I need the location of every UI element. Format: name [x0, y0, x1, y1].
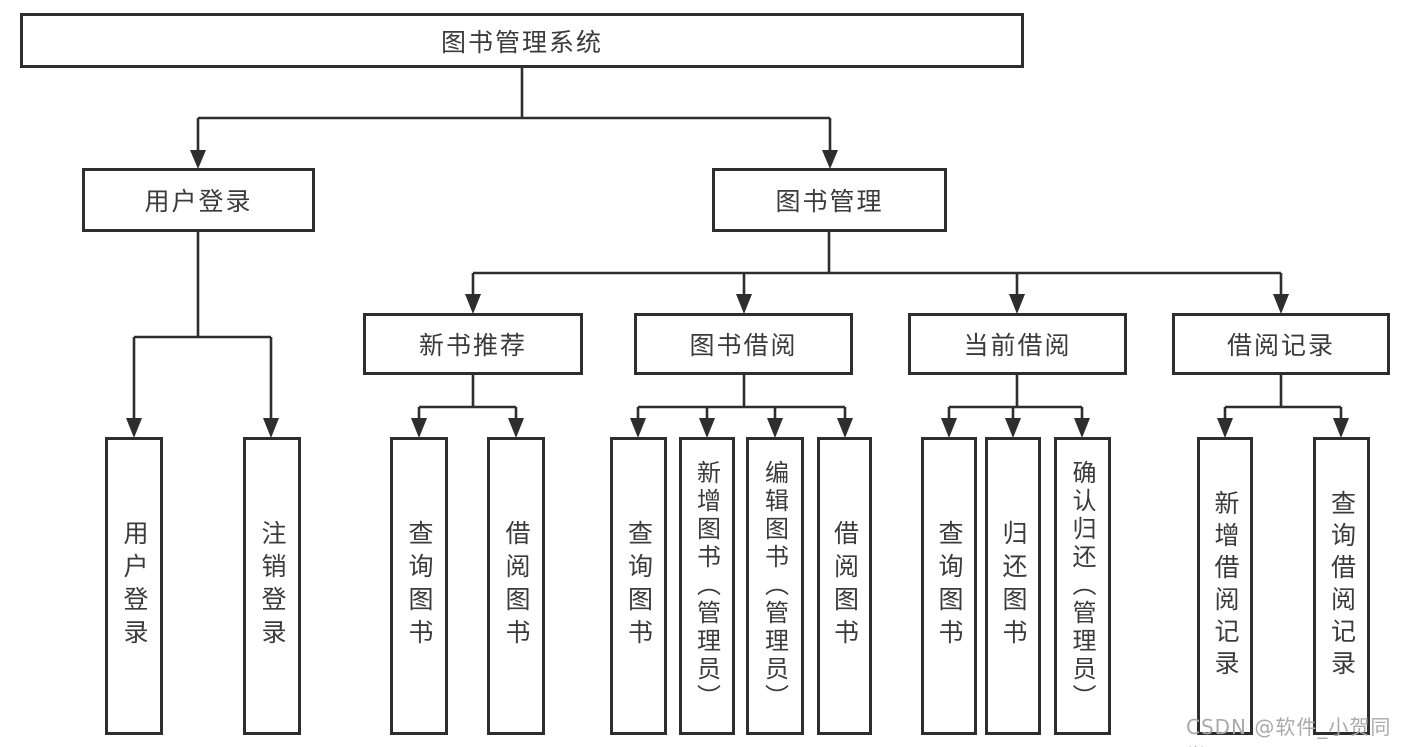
arrowheads: [126, 150, 1349, 438]
node-book-borrow: 图书借阅: [634, 313, 853, 375]
node-new-book-recommend: 新书推荐: [363, 313, 583, 375]
node-library-management-system: 图书管理系统: [20, 13, 1024, 68]
node-query-borrow-record: 查询借阅记录: [1313, 437, 1370, 735]
node-borrow-records: 借阅记录: [1172, 313, 1390, 375]
node-confirm-return-admin: 确认归还（管理员）: [1054, 437, 1111, 735]
node-edit-book-admin: 编辑图书（管理员）: [746, 437, 804, 735]
node-add-borrow-record: 新增借阅记录: [1197, 437, 1253, 735]
node-book-management: 图书管理: [712, 168, 947, 232]
node-user-login: 用户登录: [82, 168, 315, 232]
node-add-book-admin: 新增图书（管理员）: [679, 437, 735, 735]
node-query-books-recommend: 查询图书: [390, 437, 448, 735]
connector-strokes: [132, 68, 1343, 421]
node-borrow-books-recommend: 借阅图书: [487, 437, 545, 735]
node-borrow-books-action: 借阅图书: [817, 437, 872, 735]
node-current-borrow: 当前借阅: [908, 313, 1127, 375]
node-logout-action: 注销登录: [243, 437, 301, 735]
node-user-login-action: 用户登录: [105, 437, 163, 735]
node-query-books-current: 查询图书: [921, 437, 977, 735]
node-return-book: 归还图书: [985, 437, 1041, 735]
csdn-watermark: CSDN @软件_小贺同学: [1186, 715, 1392, 747]
node-query-books-borrow: 查询图书: [610, 437, 667, 735]
